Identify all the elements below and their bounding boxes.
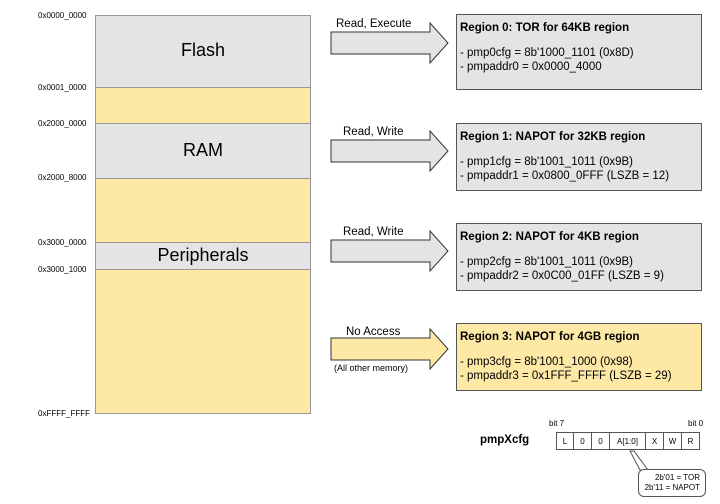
ram-label: RAM xyxy=(183,140,223,160)
region-box: Region 2: NAPOT for 4KB region - pmp2cfg… xyxy=(456,223,702,291)
region-cfg: - pmp0cfg = 8b'1000_1101 (0x8D) xyxy=(460,47,634,59)
flash-block: Flash xyxy=(95,15,311,88)
region-title: Region 1: NAPOT for 32KB region xyxy=(460,131,646,143)
region-cfg: - pmp1cfg = 8b'1001_1011 (0x9B) xyxy=(460,156,633,168)
peripherals-label: Peripherals xyxy=(157,245,249,265)
pmpxcfg-label: pmpXcfg xyxy=(480,434,530,446)
peripherals-block: Peripherals xyxy=(95,242,311,270)
region-title: Region 3: NAPOT for 4GB region xyxy=(460,331,640,343)
arrow-icon xyxy=(330,327,450,371)
flash-label: Flash xyxy=(180,40,225,60)
address-label: 0x2000_0000 xyxy=(38,119,87,128)
access-label: No Access xyxy=(346,326,401,338)
bit-field: W xyxy=(664,432,682,450)
bit-field: R xyxy=(682,432,700,450)
region-addr: - pmpaddr2 = 0x0C00_01FF (LSZB = 9) xyxy=(460,270,664,282)
arrow-icon xyxy=(330,129,450,173)
address-label: 0x3000_1000 xyxy=(38,265,87,274)
bit-field: 0 xyxy=(592,432,610,450)
address-label: 0x0001_0000 xyxy=(38,83,87,92)
access-label: Read, Execute xyxy=(336,18,412,30)
address-label: 0x0000_0000 xyxy=(38,11,87,20)
region-title: Region 2: NAPOT for 4KB region xyxy=(460,231,639,243)
address-label: 0xFFFF_FFFF xyxy=(38,409,90,418)
unmapped-block xyxy=(95,269,311,414)
region-cfg: - pmp3cfg = 8b'1001_1000 (0x98) xyxy=(460,356,633,368)
arrow-icon xyxy=(330,21,450,65)
region-box: Region 3: NAPOT for 4GB region - pmp3cfg… xyxy=(456,323,702,391)
region-cfg: - pmp2cfg = 8b'1001_1011 (0x9B) xyxy=(460,256,633,268)
region-box: Region 0: TOR for 64KB region - pmp0cfg … xyxy=(456,14,702,90)
region-addr: - pmpaddr0 = 0x0000_4000 xyxy=(460,61,602,73)
bit-field: L xyxy=(556,432,574,450)
bit-field: A[1:0] xyxy=(610,432,646,450)
access-sublabel: (All other memory) xyxy=(334,363,409,373)
access-label: Read, Write xyxy=(343,126,404,138)
access-label: Read, Write xyxy=(343,226,404,238)
note-line: 2b'11 = NAPOT xyxy=(644,483,700,492)
region-addr: - pmpaddr3 = 0x1FFF_FFFF (LSZB = 29) xyxy=(460,370,672,382)
address-label: 0x3000_0000 xyxy=(38,238,87,247)
unmapped-block xyxy=(95,87,311,124)
bit-field: 0 xyxy=(574,432,592,450)
field-note: 2b'01 = TOR 2b'11 = NAPOT xyxy=(638,469,706,497)
note-line: 2b'01 = TOR xyxy=(654,473,700,482)
region-box: Region 1: NAPOT for 32KB region - pmp1cf… xyxy=(456,123,702,191)
bit-low-label: bit 0 xyxy=(688,419,704,428)
region-addr: - pmpaddr1 = 0x0800_0FFF (LSZB = 12) xyxy=(460,170,670,182)
bit-field: X xyxy=(646,432,664,450)
unmapped-block xyxy=(95,178,311,243)
arrow-icon xyxy=(330,229,450,273)
region-title: Region 0: TOR for 64KB region xyxy=(460,22,630,34)
bit-high-label: bit 7 xyxy=(549,419,565,428)
ram-block: RAM xyxy=(95,123,311,179)
pmpxcfg-register: L 0 0 A[1:0] X W R xyxy=(556,432,700,450)
address-label: 0x2000_8000 xyxy=(38,173,87,182)
